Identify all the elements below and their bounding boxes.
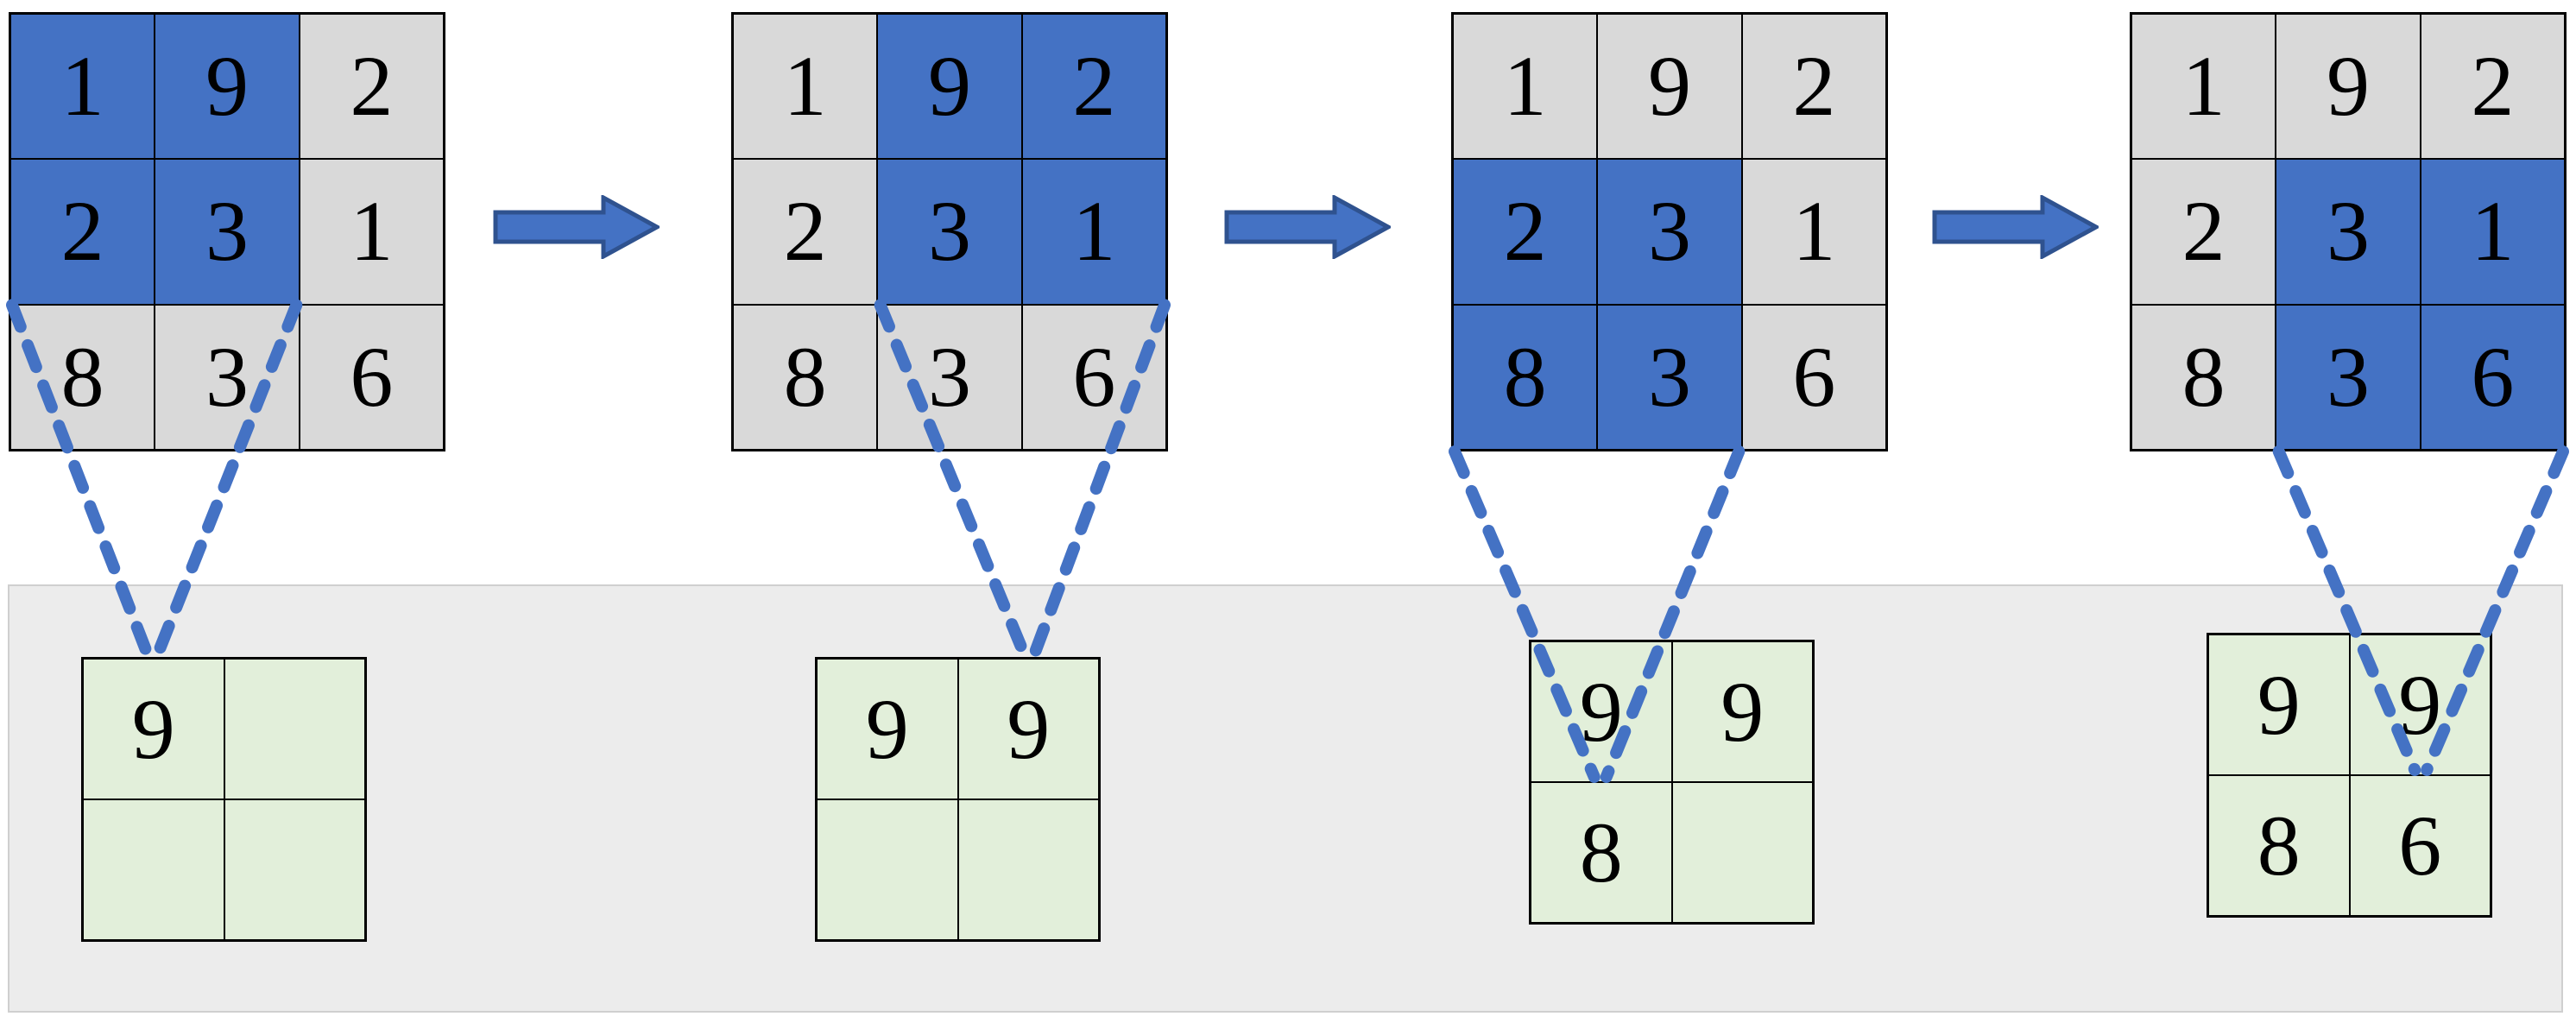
output-cell	[957, 799, 1099, 940]
arrow-right-shape	[1932, 195, 2099, 259]
input-cell: 2	[1741, 14, 1886, 160]
pooling-window-cell: 2	[1021, 14, 1166, 160]
input-cell: 8	[733, 304, 878, 450]
pooling-window-cell: 3	[2276, 159, 2421, 305]
output-cell: 8	[1531, 782, 1672, 923]
output-cell: 9	[957, 659, 1099, 799]
output-cell	[83, 799, 224, 940]
input-cell: 1	[733, 14, 878, 160]
output-cell: 9	[1531, 641, 1672, 782]
pooling-window-cell: 3	[2276, 304, 2421, 450]
arrow-right-shape	[493, 195, 660, 259]
pooling-window-cell: 2	[1453, 159, 1598, 305]
input-cell: 6	[299, 304, 444, 450]
output-cell: 9	[817, 659, 958, 799]
output-cell	[224, 659, 365, 799]
input-cell: 9	[1597, 14, 1742, 160]
output-cell: 8	[2208, 775, 2350, 916]
output-row-band	[8, 584, 2563, 1013]
input-cell: 2	[2131, 159, 2276, 305]
pooling-window-cell: 8	[1453, 304, 1598, 450]
output-cell: 9	[2208, 634, 2350, 775]
input-cell: 3	[877, 304, 1022, 450]
pooling-window-cell: 6	[2420, 304, 2565, 450]
output-cell: 9	[1671, 641, 1813, 782]
output-cell	[1671, 782, 1813, 923]
input-cell: 3	[155, 304, 300, 450]
input-cell: 2	[2420, 14, 2565, 160]
pooling-window-cell: 3	[155, 159, 300, 305]
input-cell: 2	[733, 159, 878, 305]
input-cell: 2	[299, 14, 444, 160]
pooling-window-cell: 3	[1597, 304, 1742, 450]
input-cell: 1	[1741, 159, 1886, 305]
output-cell	[224, 799, 365, 940]
input-cell: 8	[10, 304, 155, 450]
input-cell: 1	[1453, 14, 1598, 160]
input-cell: 6	[1741, 304, 1886, 450]
output-cell: 9	[83, 659, 224, 799]
pooling-window-cell: 1	[10, 14, 155, 160]
output-cell: 6	[2349, 775, 2491, 916]
arrow-right-icon	[1932, 195, 2099, 259]
input-cell: 8	[2131, 304, 2276, 450]
arrow-right-icon	[493, 195, 660, 259]
pooling-window-cell: 3	[877, 159, 1022, 305]
pooling-window-cell: 3	[1597, 159, 1742, 305]
pooling-window-cell: 9	[877, 14, 1022, 160]
pooling-window-cell: 1	[2420, 159, 2565, 305]
output-cell: 9	[2349, 634, 2491, 775]
input-cell: 1	[2131, 14, 2276, 160]
pooling-window-cell: 2	[10, 159, 155, 305]
input-cell: 1	[299, 159, 444, 305]
arrow-right-icon	[1224, 195, 1391, 259]
input-cell: 9	[2276, 14, 2421, 160]
input-cell: 6	[1021, 304, 1166, 450]
pooling-window-cell: 1	[1021, 159, 1166, 305]
arrow-right-shape	[1224, 195, 1391, 259]
output-grid-1: 9	[81, 657, 367, 942]
pooling-window-cell: 9	[155, 14, 300, 160]
output-cell	[817, 799, 958, 940]
